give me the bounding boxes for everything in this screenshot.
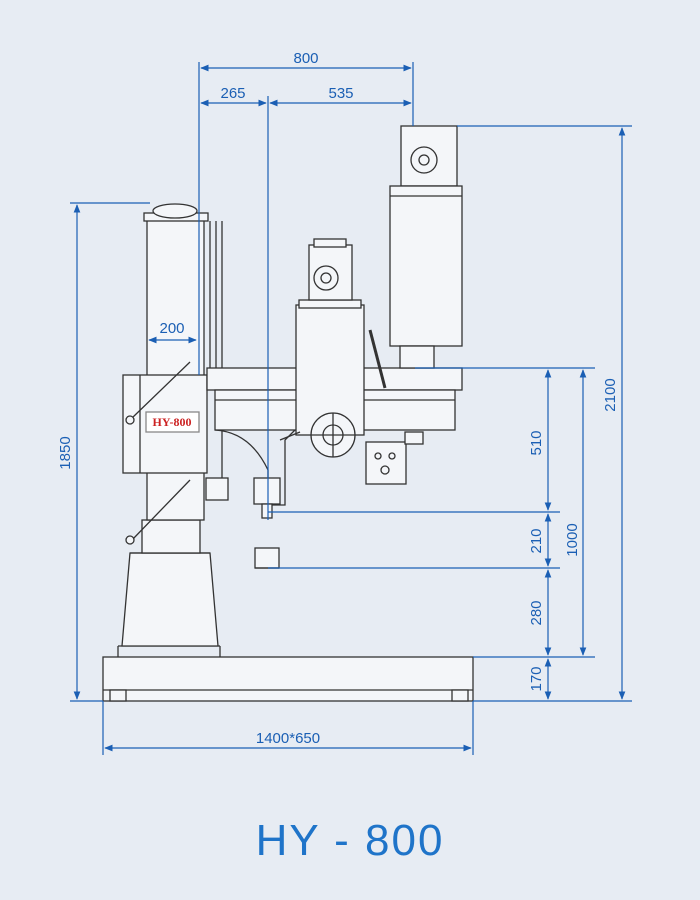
dim-535-label: 535: [328, 85, 353, 102]
base-plate: [102, 645, 474, 702]
dim-280-label: 280: [528, 600, 545, 625]
dim-265-label: 265: [220, 85, 245, 102]
dim-510-label: 510: [528, 430, 545, 455]
model-label: HY-800: [153, 415, 192, 429]
dim-1850-label: 1850: [57, 436, 74, 469]
column-pedestal: [121, 519, 219, 647]
dim-2100-label: 2100: [602, 378, 619, 411]
dim-base-label: 1400*650: [256, 730, 320, 747]
page-title: HY - 800: [255, 816, 445, 865]
dim-210-label: 210: [528, 528, 545, 553]
main-motor: [389, 125, 463, 369]
control-panel: [365, 431, 424, 485]
arm-carriage: [122, 361, 208, 545]
dim-800-label: 800: [293, 50, 318, 67]
machine-drawing: [102, 125, 474, 702]
dimension-lines: [70, 62, 632, 755]
dim-1000-label: 1000: [564, 523, 581, 556]
work-table: [254, 547, 280, 569]
dim-200-label: 200: [159, 320, 184, 337]
dim-170-label: 170: [528, 666, 545, 691]
drill-head: [253, 238, 387, 519]
